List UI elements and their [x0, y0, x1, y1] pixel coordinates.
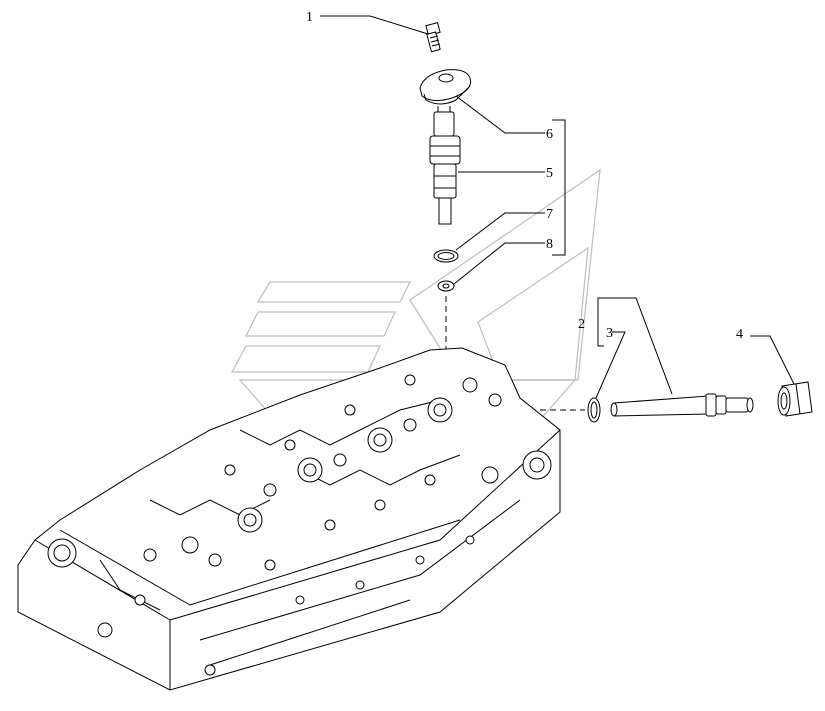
seal-ring-part [587, 397, 601, 423]
callout-2: 2 [578, 317, 585, 332]
leader-line-2 [604, 297, 673, 395]
bracket-2 [597, 297, 604, 347]
callout-6: 6 [546, 127, 553, 142]
cap-nut-part [777, 381, 813, 417]
callout-4: 4 [736, 327, 743, 342]
callout-7: 7 [546, 207, 553, 222]
leader-line-6 [455, 95, 545, 134]
bracket-5 [552, 119, 566, 256]
callout-labels: 1 6 5 7 8 2 3 4 [306, 10, 743, 342]
injector-part [429, 106, 461, 225]
callout-8: 8 [546, 237, 553, 252]
callout-5: 5 [546, 166, 553, 181]
connector-tube-part [610, 393, 754, 417]
leader-line-4 [750, 335, 795, 385]
leader-line-1-diagonal [369, 15, 429, 35]
callout-3: 3 [606, 326, 613, 341]
leader-lines [320, 15, 795, 399]
o-ring-part [433, 249, 459, 263]
clamp-part [419, 69, 472, 105]
leader-line-7 [455, 212, 545, 251]
leader-line-8 [453, 242, 545, 285]
callout-1: 1 [306, 10, 313, 25]
cylinder-head-part [17, 347, 561, 691]
leader-line-3 [595, 331, 626, 399]
washer-part [437, 280, 455, 292]
bolt-part [425, 22, 441, 53]
